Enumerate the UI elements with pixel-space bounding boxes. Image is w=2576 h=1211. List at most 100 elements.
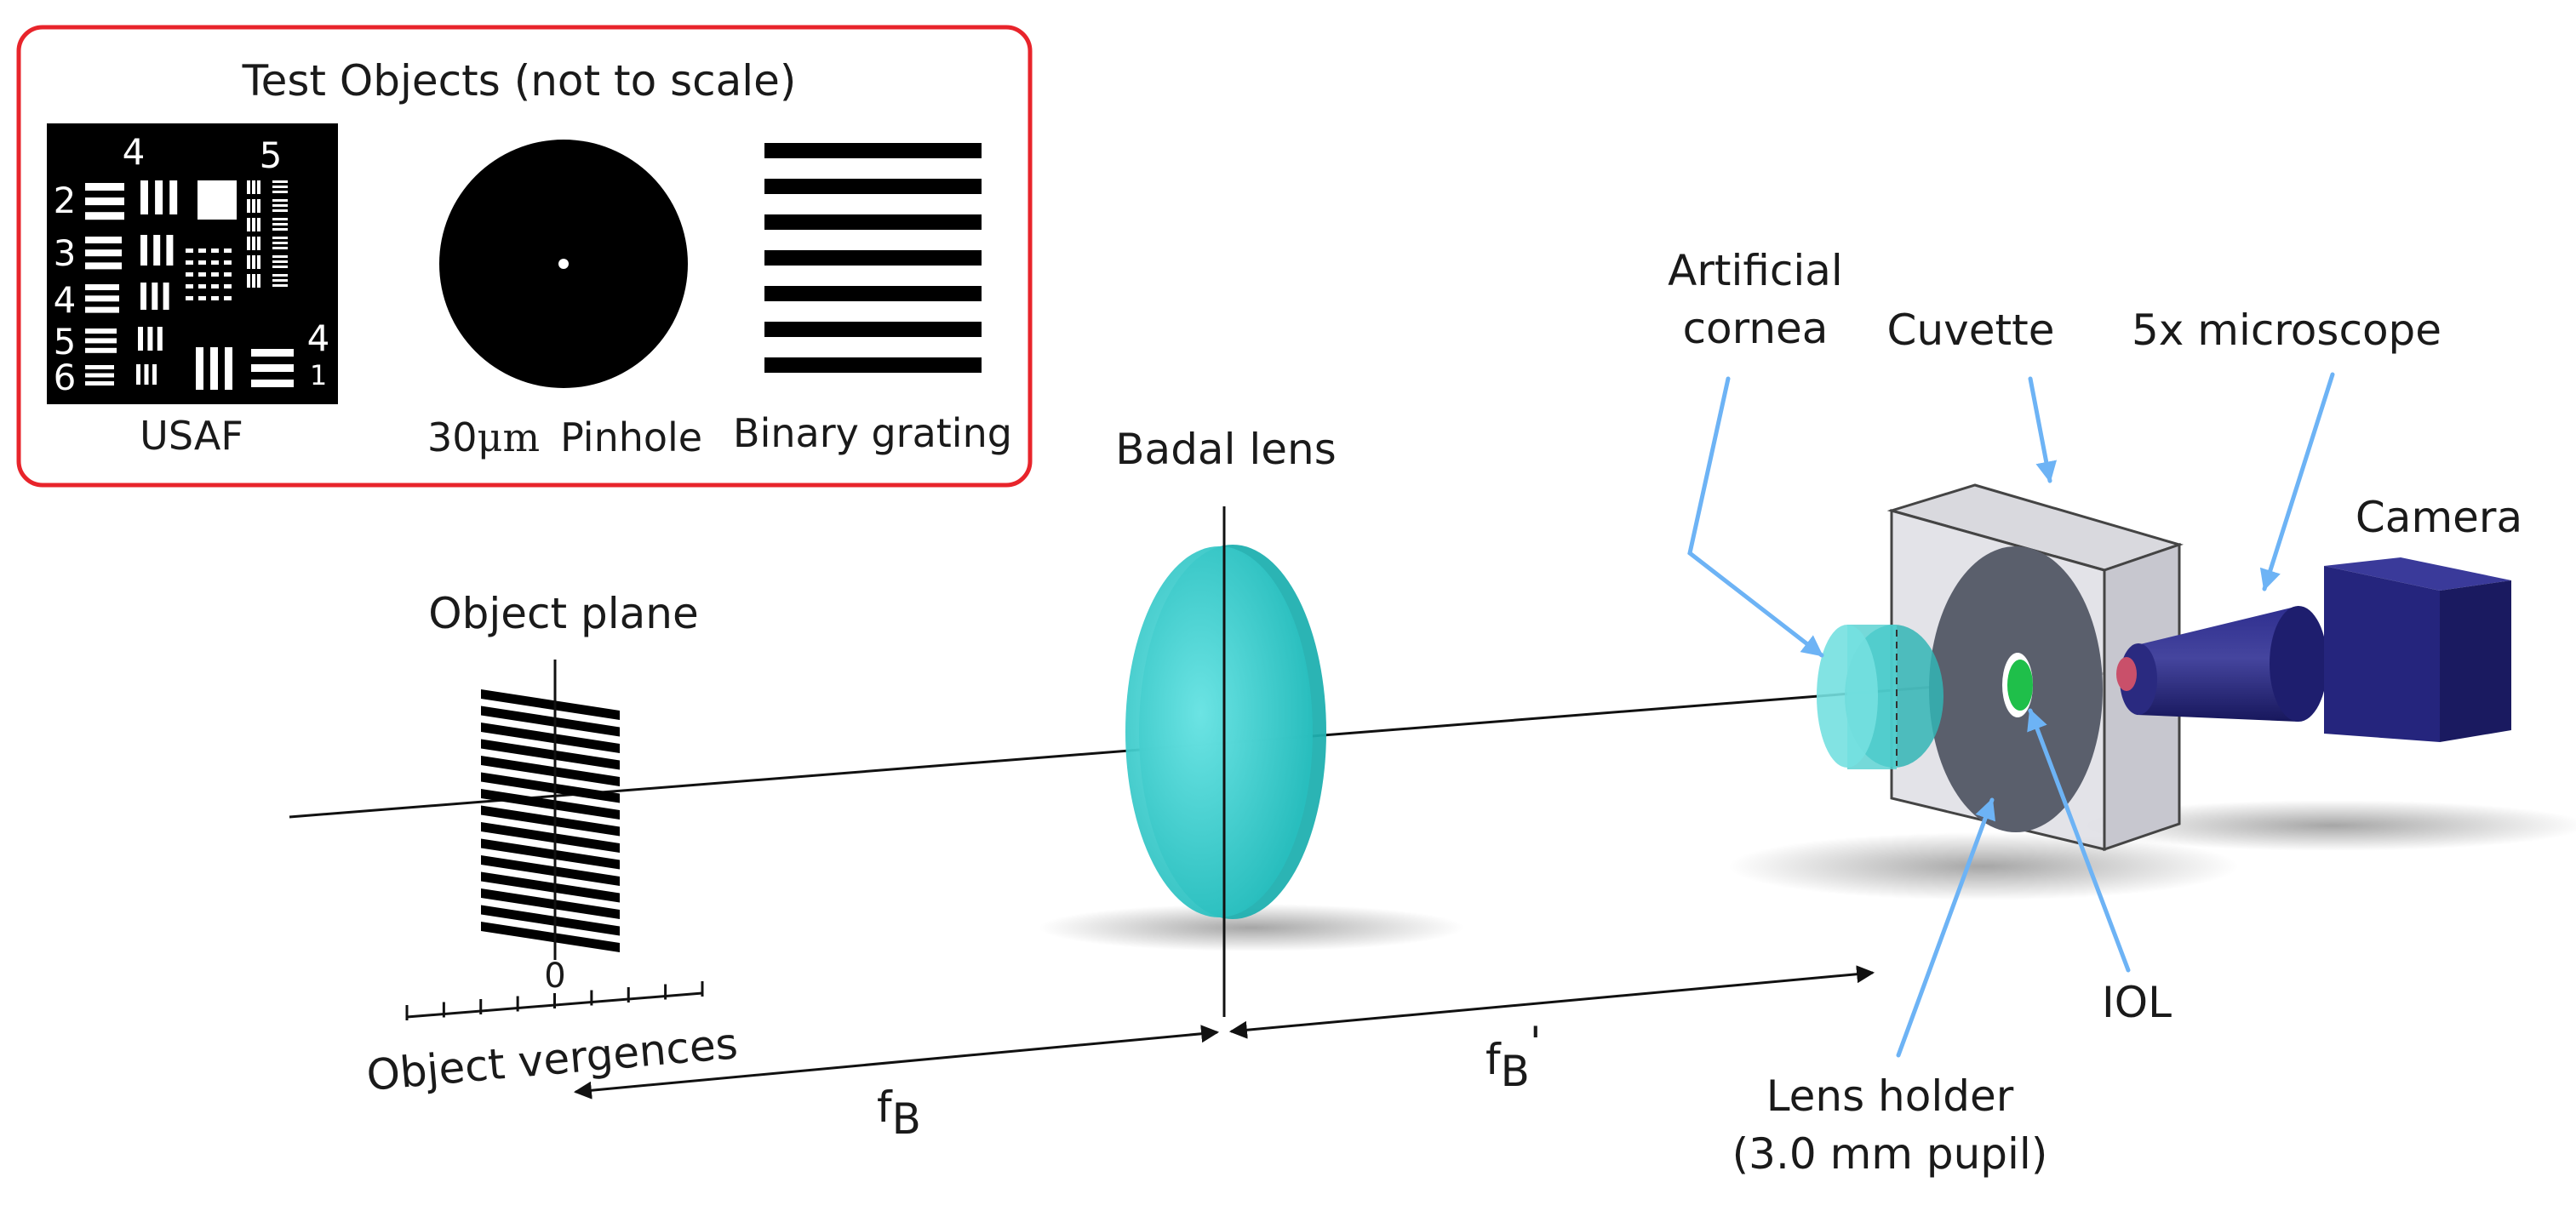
grating-stripe <box>764 143 982 158</box>
usaf-bar <box>196 347 203 390</box>
iol-label: IOL <box>2102 978 2172 1027</box>
object-plane-stripe <box>481 822 620 853</box>
usaf-bar <box>169 180 178 214</box>
usaf-bar <box>252 180 255 194</box>
usaf-bar <box>251 364 294 372</box>
usaf-bar <box>252 199 255 213</box>
usaf-bar <box>247 199 250 213</box>
usaf-bar <box>272 223 288 226</box>
usaf-bar <box>147 327 153 351</box>
usaf-bar <box>272 260 288 263</box>
usaf-bar <box>198 284 206 288</box>
camera-label: Camera <box>2356 493 2522 542</box>
usaf-bar <box>272 204 288 207</box>
cuvette-label: Cuvette <box>1887 306 2055 355</box>
usaf-bar <box>211 248 219 253</box>
usaf-bar <box>85 373 114 378</box>
grating-stripe <box>764 250 982 266</box>
object-plane-stripe <box>481 772 620 803</box>
usaf-number: 5 <box>54 321 77 363</box>
badal-lens <box>1125 506 1326 1017</box>
usaf-bar <box>186 248 193 253</box>
badal-lens-shadow <box>1039 904 1464 951</box>
vergence-scale: 0 <box>405 957 704 1020</box>
cuvette-pointer-arrow <box>2028 376 2058 483</box>
usaf-bar <box>257 237 260 250</box>
usaf-bar <box>224 296 232 300</box>
binary-grating <box>764 143 982 373</box>
pinhole-target <box>439 140 688 388</box>
usaf-bar <box>166 235 174 266</box>
usaf-bar <box>257 199 260 213</box>
test-objects-inset: Test Objects (not to scale) 4 5 2 3 4 5 … <box>16 25 1033 488</box>
usaf-bar <box>224 272 232 277</box>
usaf-bar <box>85 347 117 353</box>
usaf-bar <box>257 255 260 269</box>
usaf-bar <box>85 306 119 313</box>
usaf-bar <box>85 212 124 220</box>
usaf-bar <box>224 248 232 253</box>
usaf-bar <box>85 338 117 344</box>
usaf-bar <box>136 364 140 385</box>
usaf-bar <box>251 349 294 357</box>
object-plane-stripe <box>481 689 620 720</box>
usaf-number: 3 <box>54 232 77 274</box>
usaf-bar <box>257 180 260 194</box>
badal-lens-face <box>1125 546 1313 917</box>
usaf-bar <box>186 284 193 288</box>
usaf-bar <box>224 260 232 265</box>
usaf-bar <box>247 274 250 288</box>
usaf-bar <box>85 183 124 191</box>
usaf-bar <box>85 237 122 243</box>
usaf-number: 2 <box>54 180 77 221</box>
usaf-bar <box>140 235 147 266</box>
usaf-bar <box>186 272 193 277</box>
usaf-bar <box>211 284 219 288</box>
usaf-bar <box>272 284 288 287</box>
usaf-number: 5 <box>260 134 283 176</box>
lens-holder-label: Lens holder(3.0 mm pupil) <box>1732 1071 2048 1179</box>
usaf-bar <box>272 180 288 183</box>
lens-holder-pointer-arrow <box>1896 797 1995 1058</box>
usaf-bar <box>138 327 143 351</box>
fb-prime-label: fB' <box>1485 1018 1542 1096</box>
usaf-number: 4 <box>54 279 77 321</box>
grating-stripe <box>764 322 982 337</box>
cuvette-shadow <box>1728 832 2239 900</box>
usaf-bar <box>272 242 288 244</box>
usaf-bar <box>252 237 255 250</box>
usaf-bar <box>144 364 149 385</box>
usaf-label: USAF <box>140 413 243 459</box>
fb-arrow <box>573 1025 1220 1100</box>
object-plane-stripe <box>481 739 620 770</box>
inset-title: Test Objects (not to scale) <box>242 56 797 106</box>
usaf-bar <box>272 191 288 193</box>
usaf-bar <box>224 284 232 288</box>
object-plane-stripe <box>481 723 620 753</box>
usaf-bar <box>247 180 250 194</box>
usaf-bar <box>272 247 288 249</box>
camera-front-face <box>2324 566 2440 742</box>
object-plane-stripe <box>481 838 620 870</box>
usaf-bar <box>225 347 232 390</box>
grating-label: Binary grating <box>733 410 1012 456</box>
usaf-bar <box>272 279 288 282</box>
usaf-bar <box>272 209 288 212</box>
usaf-number: 6 <box>54 357 77 398</box>
camera-top-face <box>2324 557 2511 591</box>
usaf-bar <box>272 237 288 239</box>
object-plane-stripe <box>481 705 620 737</box>
usaf-bar <box>152 283 158 310</box>
microscope-pointer-arrow <box>2259 372 2335 591</box>
object-plane-stripe <box>481 871 620 903</box>
object-plane-stripe <box>481 789 620 820</box>
object-plane-label: Object plane <box>428 589 698 638</box>
usaf-bar <box>85 197 124 206</box>
usaf-bar <box>252 255 255 269</box>
microscope <box>2116 606 2327 722</box>
fb-prime-arrow <box>1228 965 1875 1039</box>
usaf-bar <box>163 283 169 310</box>
vergence-zero-label: 0 <box>544 957 565 996</box>
